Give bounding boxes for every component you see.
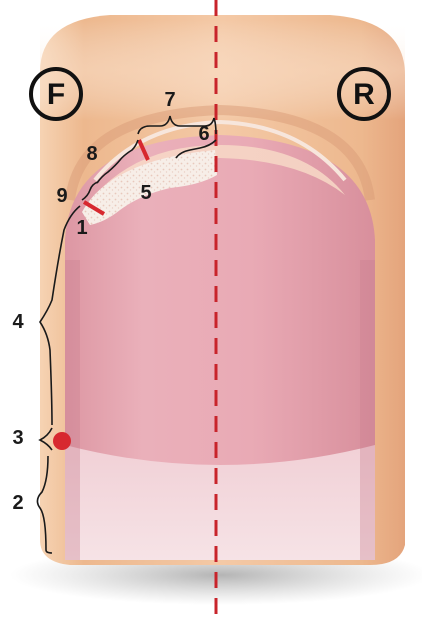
label-5: 5	[140, 182, 151, 204]
label-r: R	[353, 78, 375, 111]
label-9: 9	[56, 185, 67, 207]
skin-highlight	[40, 20, 405, 120]
label-8: 8	[86, 143, 97, 165]
marker-dot	[53, 432, 71, 450]
label-4: 4	[12, 311, 24, 333]
label-2: 2	[12, 492, 23, 514]
label-3: 3	[12, 427, 23, 449]
nail-right-shadow	[360, 260, 375, 560]
label-f: F	[47, 78, 65, 111]
label-7: 7	[164, 89, 175, 111]
label-6: 6	[198, 123, 209, 145]
label-1: 1	[76, 217, 87, 239]
nail-left-shadow	[65, 260, 80, 560]
